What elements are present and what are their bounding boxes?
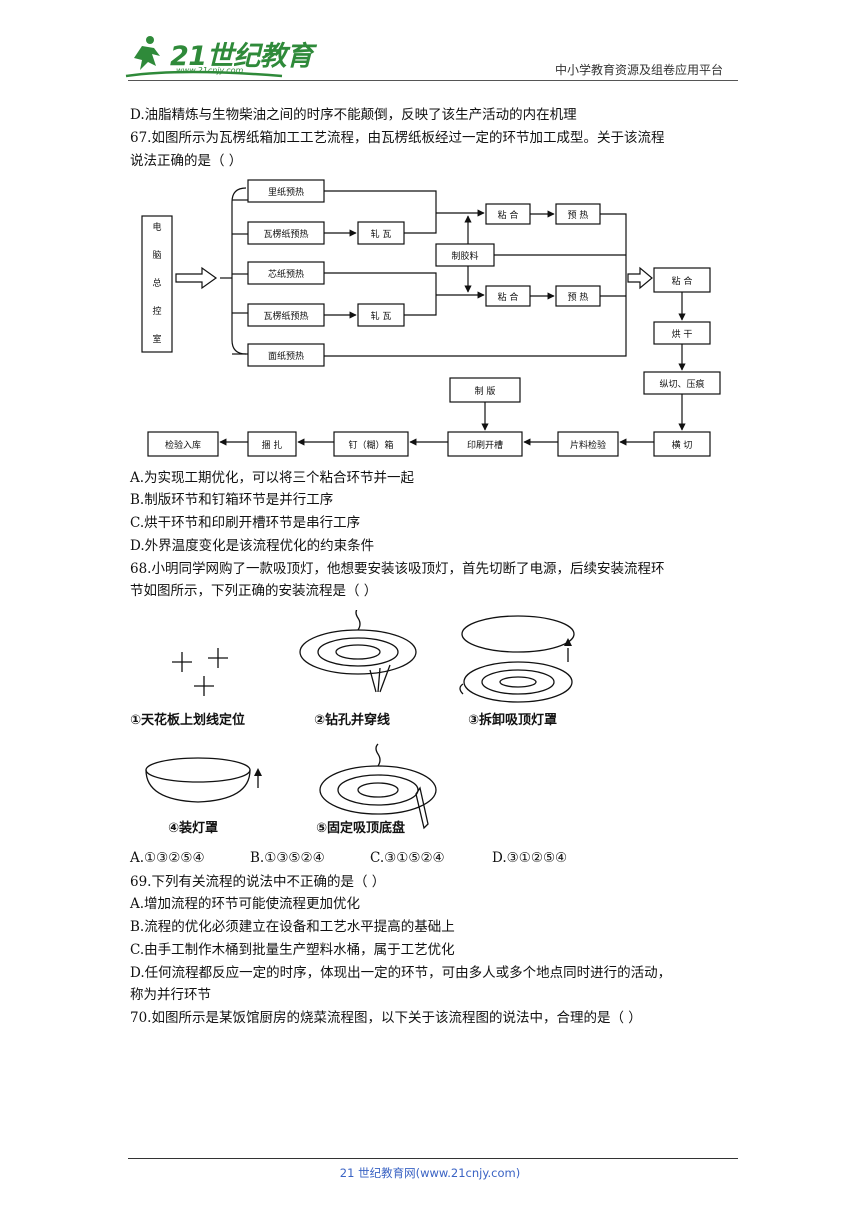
corrugated-box-flowchart: 电 脑 总 控 室 里纸预热 瓦楞纸预热 芯纸预热 瓦楞纸预热 面纸预热 轧 瓦… bbox=[141, 179, 721, 457]
node-bond-final: 粘 合 bbox=[672, 275, 693, 287]
q70-stem: 70.如图所示是某饭馆厨房的烧菜流程图，以下关于该流程图的说法中，合理的是（ ） bbox=[130, 1010, 642, 1026]
q69-option-d: D.任何流程都反应一定的时序，体现出一定的环节，可由多人或多个地点同时进行的活动… bbox=[130, 965, 672, 981]
q66-option-d: D.油脂精炼与生物柴油之间的时序不能颠倒，反映了该生产活动的内在机理 bbox=[130, 107, 577, 123]
header-divider bbox=[128, 80, 738, 81]
step-2-caption: ②钻孔并穿线 bbox=[314, 712, 390, 728]
q68-option-a: A.①③②⑤④ bbox=[130, 850, 205, 866]
q67-stem-2: 说法正确的是（ ） bbox=[130, 153, 243, 169]
node-face-preheat: 面纸预热 bbox=[268, 350, 304, 362]
control-room-box bbox=[141, 215, 173, 353]
node-preheat: 预 热 bbox=[568, 209, 589, 221]
step-3-caption: ③拆卸吸顶灯罩 bbox=[468, 712, 557, 728]
step-1-caption: ①天花板上划线定位 bbox=[130, 712, 245, 728]
node-plate: 制 版 bbox=[475, 385, 496, 397]
q69-option-a: A.增加流程的环节可能使流程更加优化 bbox=[130, 896, 361, 912]
q68-option-d: D.③①②⑤④ bbox=[492, 850, 568, 866]
node-corrugated-preheat: 瓦楞纸预热 bbox=[263, 228, 308, 240]
q67-option-d: D.外界温度变化是该流程优化的约束条件 bbox=[130, 538, 375, 554]
control-room-char: 电 bbox=[152, 221, 161, 233]
footer-link[interactable]: 21 世纪教育网(www.21cnjy.com) bbox=[339, 1166, 521, 1180]
node-corrugate: 轧 瓦 bbox=[371, 228, 392, 240]
control-room-char: 室 bbox=[152, 333, 161, 345]
node-corrugated-preheat: 瓦楞纸预热 bbox=[263, 310, 308, 322]
q69-stem: 69.下列有关流程的说法中不正确的是（ ） bbox=[130, 874, 386, 890]
node-box: 钉（糊）箱 bbox=[348, 439, 393, 451]
step-5-caption: ⑤固定吸顶底盘 bbox=[316, 820, 405, 836]
control-room-char: 总 bbox=[152, 277, 161, 289]
node-bond: 粘 合 bbox=[498, 291, 519, 303]
platform-name: 中小学教育资源及组卷应用平台 bbox=[554, 63, 723, 77]
step-4-caption: ④装灯罩 bbox=[168, 820, 218, 836]
control-room-char: 脑 bbox=[152, 249, 161, 261]
node-preheat: 预 热 bbox=[568, 291, 589, 303]
logo-text: 21世纪教育 bbox=[170, 41, 313, 72]
node-die-cut: 横 切 bbox=[672, 439, 693, 451]
node-glue: 制胶料 bbox=[451, 250, 478, 262]
q69-option-d-cont: 称为并行环节 bbox=[130, 987, 211, 1003]
lamp-fix-base-icon bbox=[319, 743, 437, 830]
lamp-base-icon bbox=[299, 610, 417, 693]
node-bundle: 捆 扎 bbox=[262, 439, 283, 451]
node-bond: 粘 合 bbox=[498, 209, 519, 221]
q67-stem-1: 67.如图所示为瓦楞纸箱加工工艺流程，由瓦楞纸板经过一定的环节加工成型。关于该流… bbox=[130, 130, 665, 146]
q68-option-b: B.①③⑤②④ bbox=[250, 850, 325, 866]
q68-stem-2: 节如图所示，下列正确的安装流程是（ ） bbox=[130, 583, 378, 599]
node-inspect: 片料检验 bbox=[570, 439, 606, 451]
control-room-char: 控 bbox=[152, 305, 161, 317]
q69-option-c: C.由手工制作木桶到批量生产塑料水桶，属于工艺优化 bbox=[130, 942, 455, 958]
lamp-cover-icon bbox=[145, 757, 259, 803]
node-liner-preheat: 里纸预热 bbox=[268, 186, 304, 198]
q67-option-b: B.制版环节和钉箱环节是并行工序 bbox=[130, 492, 334, 508]
q68-option-c: C.③①⑤②④ bbox=[370, 850, 445, 866]
q67-option-c: C.烘干环节和印刷开槽环节是串行工序 bbox=[130, 515, 361, 531]
site-logo bbox=[125, 36, 283, 78]
q68-stem-1: 68.小明同学网购了一款吸顶灯，他想要安装该吸顶灯，首先切断了电源，后续安装流程… bbox=[130, 561, 665, 577]
node-corrugate: 轧 瓦 bbox=[371, 310, 392, 322]
node-cut-press: 纵切、压痕 bbox=[659, 378, 704, 390]
mark-cross-icon bbox=[172, 648, 228, 696]
logo-url: www.21cnjy.com bbox=[176, 66, 244, 75]
node-storage: 检验入库 bbox=[165, 439, 201, 451]
node-dry: 烘 干 bbox=[672, 328, 693, 340]
node-core-preheat: 芯纸预热 bbox=[268, 268, 304, 280]
node-print-slot: 印刷开槽 bbox=[467, 439, 503, 451]
q67-option-a: A.为实现工期优化，可以将三个粘合环节并一起 bbox=[130, 470, 415, 486]
footer-divider bbox=[128, 1158, 738, 1159]
lamp-cover-removal-icon bbox=[459, 615, 575, 703]
lamp-install-figures: ①天花板上划线定位 ②钻孔并穿线 ③拆卸吸顶灯罩 ④装灯罩 ⑤固定吸顶底盘 bbox=[130, 610, 575, 836]
q69-option-b: B.流程的优化必须建立在设备和工艺水平提高的基础上 bbox=[130, 919, 455, 935]
